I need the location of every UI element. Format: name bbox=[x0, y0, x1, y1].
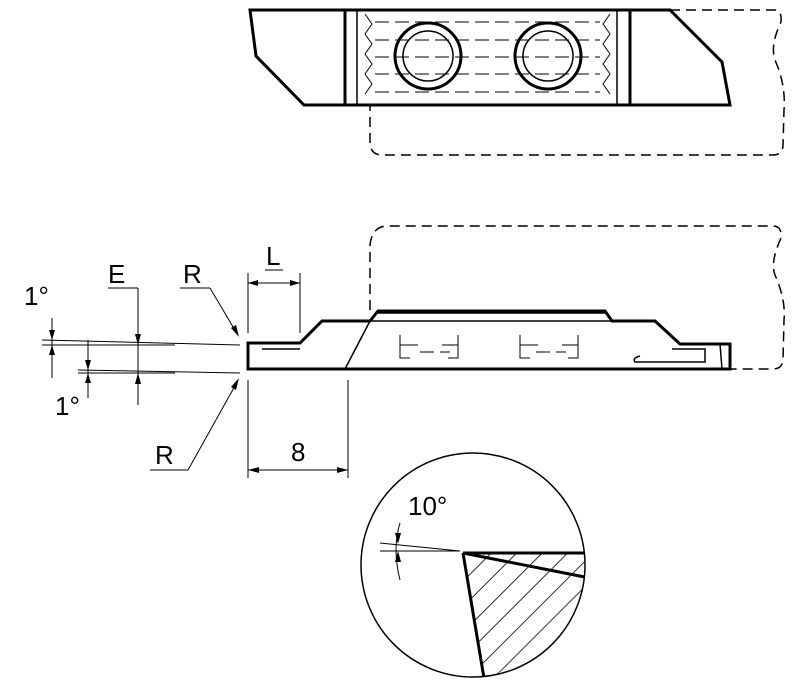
screw-hole-left bbox=[393, 21, 463, 91]
dimension-8 bbox=[247, 380, 349, 478]
side-insert-outline bbox=[246, 309, 732, 371]
top-holder-outline bbox=[369, 9, 786, 156]
detail-rake-edge bbox=[462, 551, 585, 582]
side-holder-outline bbox=[369, 225, 786, 370]
detail-angle-label: 10° bbox=[408, 491, 447, 521]
top-insert-outline bbox=[248, 8, 732, 107]
top-zigzag-left bbox=[364, 13, 373, 95]
dimension-E-and-angles bbox=[41, 287, 241, 405]
dimension-8-label: 8 bbox=[291, 437, 305, 467]
side-bracket-marks bbox=[399, 335, 579, 359]
detail-angle-arc bbox=[395, 522, 401, 581]
detail-circle bbox=[360, 452, 586, 678]
top-view bbox=[248, 8, 786, 156]
angle-label-bottom: 1° bbox=[55, 391, 80, 421]
side-right-groove bbox=[633, 348, 706, 363]
side-view bbox=[41, 225, 786, 478]
dimension-E-label: E bbox=[108, 259, 125, 289]
top-hidden-lines bbox=[375, 21, 600, 93]
radius-label-top: R bbox=[183, 259, 202, 289]
radius-leader-bottom bbox=[150, 378, 239, 471]
detail-view bbox=[360, 452, 586, 678]
side-right-edge bbox=[719, 343, 723, 370]
radius-label-bottom: R bbox=[155, 440, 174, 470]
detail-flank-edge bbox=[461, 552, 488, 677]
radius-leader-top bbox=[180, 287, 239, 337]
labels: 1° 1° E R R L 8 10° bbox=[24, 241, 447, 521]
side-chamfer-line bbox=[344, 320, 371, 370]
dimension-L-label: L bbox=[266, 241, 280, 271]
detail-hatch bbox=[463, 553, 585, 677]
dimension-L bbox=[247, 269, 301, 333]
top-zigzag-right bbox=[602, 13, 611, 95]
screw-hole-right bbox=[513, 21, 583, 91]
angle-label-top: 1° bbox=[24, 281, 49, 311]
